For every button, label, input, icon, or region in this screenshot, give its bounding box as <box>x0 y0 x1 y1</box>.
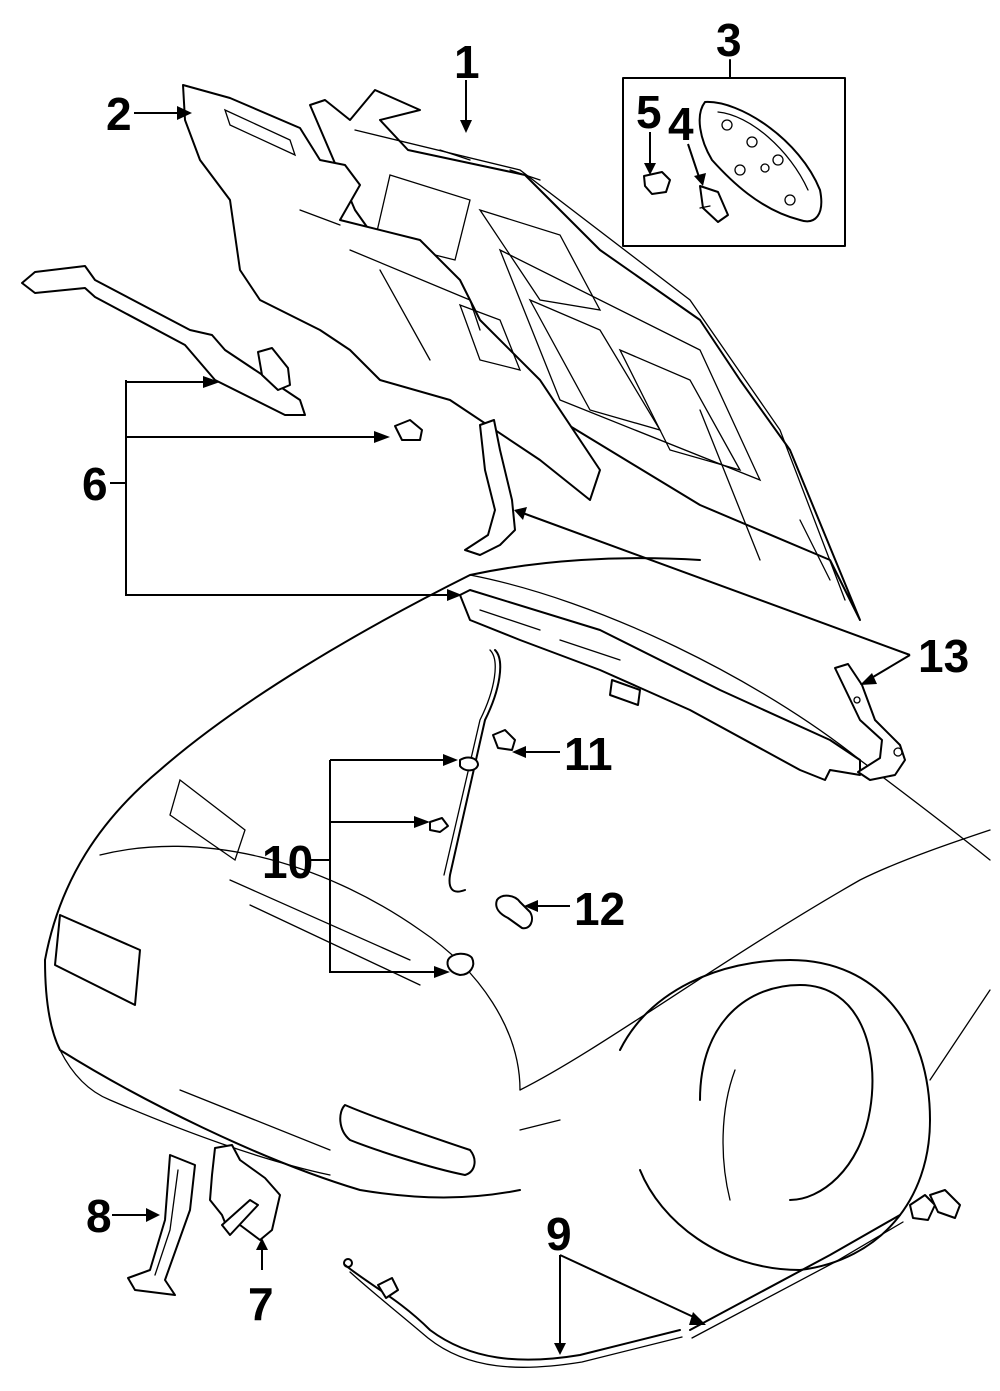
emblem[interactable] <box>698 100 823 223</box>
release-cable[interactable] <box>343 1189 961 1368</box>
callout-8[interactable]: 8 <box>86 1190 112 1242</box>
hood-hinge-left[interactable] <box>464 419 516 556</box>
emblem-retainer[interactable] <box>643 171 671 195</box>
hood-seal-front[interactable] <box>459 589 861 781</box>
hood-seal-clip[interactable] <box>394 419 423 441</box>
latch-support-bracket[interactable] <box>127 1154 196 1296</box>
callout-12[interactable]: 12 <box>574 883 625 935</box>
callout-9[interactable]: 9 <box>546 1208 572 1260</box>
callout-11[interactable]: 11 <box>564 728 613 780</box>
callout-labels: 1 2 3 4 5 6 7 8 9 10 11 12 13 <box>82 14 969 1330</box>
leader-lines <box>110 80 911 1355</box>
callout-1[interactable]: 1 <box>454 36 480 88</box>
callout-3[interactable]: 3 <box>716 14 742 66</box>
prop-rod[interactable] <box>443 649 502 893</box>
callout-2[interactable]: 2 <box>106 88 132 140</box>
hood-hinge-right[interactable] <box>834 663 906 781</box>
prop-rod-retainer[interactable] <box>495 894 533 930</box>
emblem-assembly-box[interactable] <box>622 59 846 247</box>
vehicle-body-outline <box>44 557 991 1271</box>
hood-latch[interactable] <box>209 1144 281 1241</box>
callout-13[interactable]: 13 <box>918 630 969 682</box>
callout-6[interactable]: 6 <box>82 458 108 510</box>
prop-rod-bumper[interactable] <box>446 952 475 976</box>
callout-10[interactable]: 10 <box>262 836 313 888</box>
callout-7[interactable]: 7 <box>248 1278 274 1330</box>
callout-4[interactable]: 4 <box>668 98 694 150</box>
hood-insulator[interactable] <box>182 84 601 501</box>
callout-5[interactable]: 5 <box>636 86 662 138</box>
hood-seal-left[interactable] <box>21 265 306 416</box>
hood-panel[interactable] <box>309 89 861 621</box>
prop-rod-grommet[interactable] <box>429 817 449 833</box>
prop-rod-clip[interactable] <box>492 729 516 751</box>
emblem-clip[interactable] <box>699 185 729 223</box>
